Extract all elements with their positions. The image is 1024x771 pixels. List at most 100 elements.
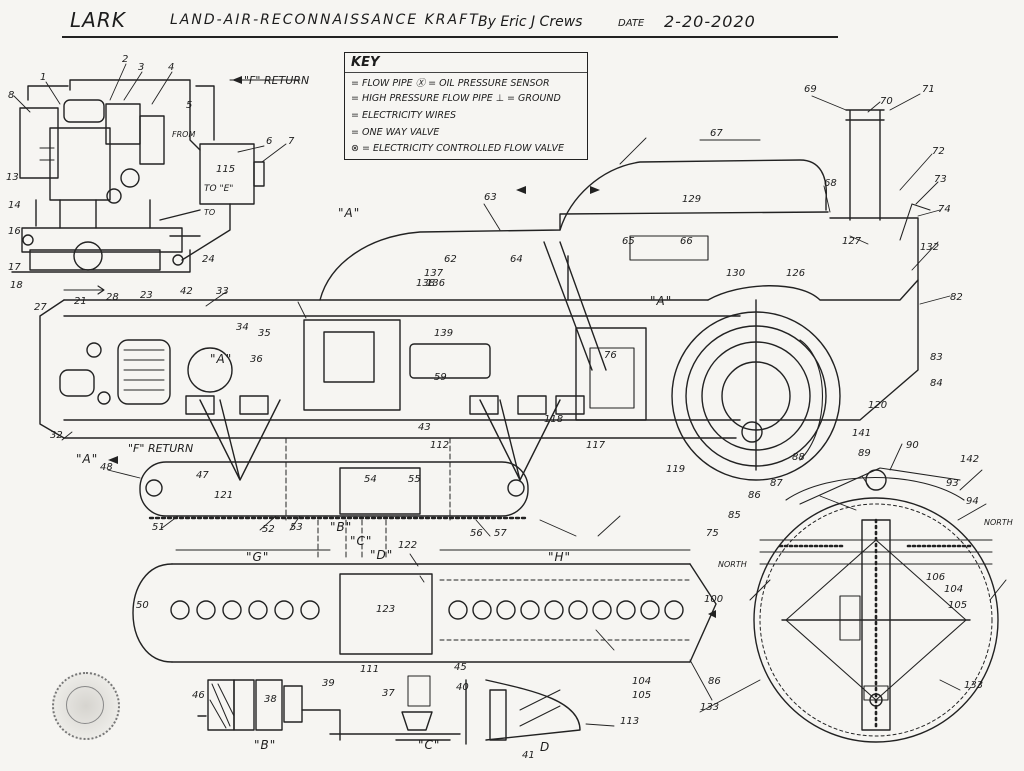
- section-label-a: "A": [76, 452, 99, 466]
- flow-arrows: [108, 76, 716, 618]
- callout-number: 3: [138, 62, 145, 73]
- callout-number: 126: [786, 268, 806, 279]
- section-label-b: "B": [254, 738, 277, 752]
- callout-number: 86: [708, 676, 721, 687]
- callout-number: 4: [168, 62, 175, 73]
- section-label-a: "A": [338, 206, 361, 220]
- callout-number: 90: [906, 440, 919, 451]
- callout-number: 133: [700, 702, 720, 713]
- legend-title: KEY: [351, 55, 380, 70]
- fan-detail: [749, 467, 1007, 743]
- callout-number: 51: [152, 522, 165, 533]
- callout-number: 36: [250, 354, 263, 365]
- f-return-label: "F" RETURN: [244, 74, 310, 87]
- callout-number: 133: [964, 680, 984, 691]
- callout-number: 141: [852, 428, 872, 439]
- callout-number: 104: [632, 676, 652, 687]
- callout-number: 71: [922, 84, 935, 95]
- callout-number: 48: [100, 462, 113, 473]
- callout-number: 62: [444, 254, 457, 265]
- notary-seal: [52, 672, 120, 740]
- callout-number: 13: [6, 172, 19, 183]
- callout-number: 86: [748, 490, 761, 501]
- callout-number: 18: [10, 280, 23, 291]
- callout-number: 113: [620, 716, 640, 727]
- callout-number: 115: [216, 164, 236, 175]
- callout-number: 73: [934, 174, 947, 185]
- section-label-d: "D": [370, 548, 394, 562]
- callout-number: 129: [682, 194, 702, 205]
- callout-number: 21: [74, 296, 87, 307]
- callout-number: 119: [666, 464, 686, 475]
- callout-number: 87: [770, 478, 783, 489]
- callout-number: 43: [418, 422, 431, 433]
- callout-number: 50: [136, 600, 149, 611]
- section-label-c: "C": [350, 534, 373, 548]
- callout-number: 111: [360, 664, 380, 675]
- callout-number: 38: [264, 694, 277, 705]
- callout-number: 54: [364, 474, 377, 485]
- callout-number: 32: [50, 430, 63, 441]
- callout-number: 64: [510, 254, 523, 265]
- callout-number: 88: [792, 452, 805, 463]
- callout-number: 118: [544, 414, 564, 425]
- callout-number: 127: [842, 236, 862, 247]
- callout-number: 5: [186, 100, 193, 111]
- leader-lines: [13, 63, 987, 727]
- callout-number: 63: [484, 192, 497, 203]
- callout-number: 23: [140, 290, 153, 301]
- callout-number: 2: [122, 54, 129, 65]
- legend-row: = ELECTRICITY WIRES: [351, 110, 457, 121]
- callout-number: 76: [604, 350, 617, 361]
- callout-number: 59: [434, 372, 447, 383]
- author-signature: By Eric J Crews: [478, 14, 583, 30]
- callout-number: 105: [948, 600, 968, 611]
- drawing-title: LARK: [70, 8, 126, 32]
- callout-number: 66: [680, 236, 693, 247]
- title-underline: [62, 36, 838, 38]
- callout-number: 6: [266, 136, 273, 147]
- legend-row: = FLOW PIPE Ⓧ = OIL PRESSURE SENSOR: [351, 78, 550, 89]
- callout-number: 105: [632, 690, 652, 701]
- callout-number: 27: [34, 302, 47, 313]
- side-view-hull: [39, 109, 931, 520]
- legend-divider: [345, 72, 587, 73]
- section-label-g: "G": [246, 550, 270, 564]
- callout-number: 106: [926, 572, 946, 583]
- callout-number: 37: [382, 688, 395, 699]
- callout-number: 57: [494, 528, 507, 539]
- callout-number: 130: [726, 268, 746, 279]
- section-label-h: "H": [548, 550, 572, 564]
- callout-number: 120: [868, 400, 888, 411]
- to-e-label: TO "E": [204, 184, 234, 194]
- callout-number: 137: [424, 268, 444, 279]
- callout-number: 45: [454, 662, 467, 673]
- callout-number: 16: [8, 226, 21, 237]
- callout-number: 136: [426, 278, 446, 289]
- callout-number: 83: [930, 352, 943, 363]
- legend-row: = HIGH PRESSURE FLOW PIPE ⊥ = GROUND: [351, 93, 561, 104]
- callout-number: 67: [710, 128, 723, 139]
- callout-number: 139: [434, 328, 454, 339]
- callout-number: 35: [258, 328, 271, 339]
- section-label-a: "A": [210, 352, 233, 366]
- north-label: NORTH: [718, 560, 747, 569]
- callout-number: 47: [196, 470, 209, 481]
- callout-number: 142: [960, 454, 980, 465]
- callout-number: 68: [824, 178, 837, 189]
- callout-number: 55: [408, 474, 421, 485]
- callout-number: 42: [180, 286, 193, 297]
- callout-number: 123: [376, 604, 396, 615]
- callout-number: 41: [522, 750, 535, 761]
- callout-number: 14: [8, 200, 21, 211]
- callout-number: 33: [216, 286, 229, 297]
- callout-number: 24: [202, 254, 215, 265]
- callout-number: 72: [932, 146, 945, 157]
- callout-number: 75: [706, 528, 719, 539]
- date-value: 2-20-2020: [664, 12, 756, 31]
- callout-number: 34: [236, 322, 249, 333]
- detail-views: [197, 675, 581, 745]
- from-label: FROM: [172, 130, 196, 139]
